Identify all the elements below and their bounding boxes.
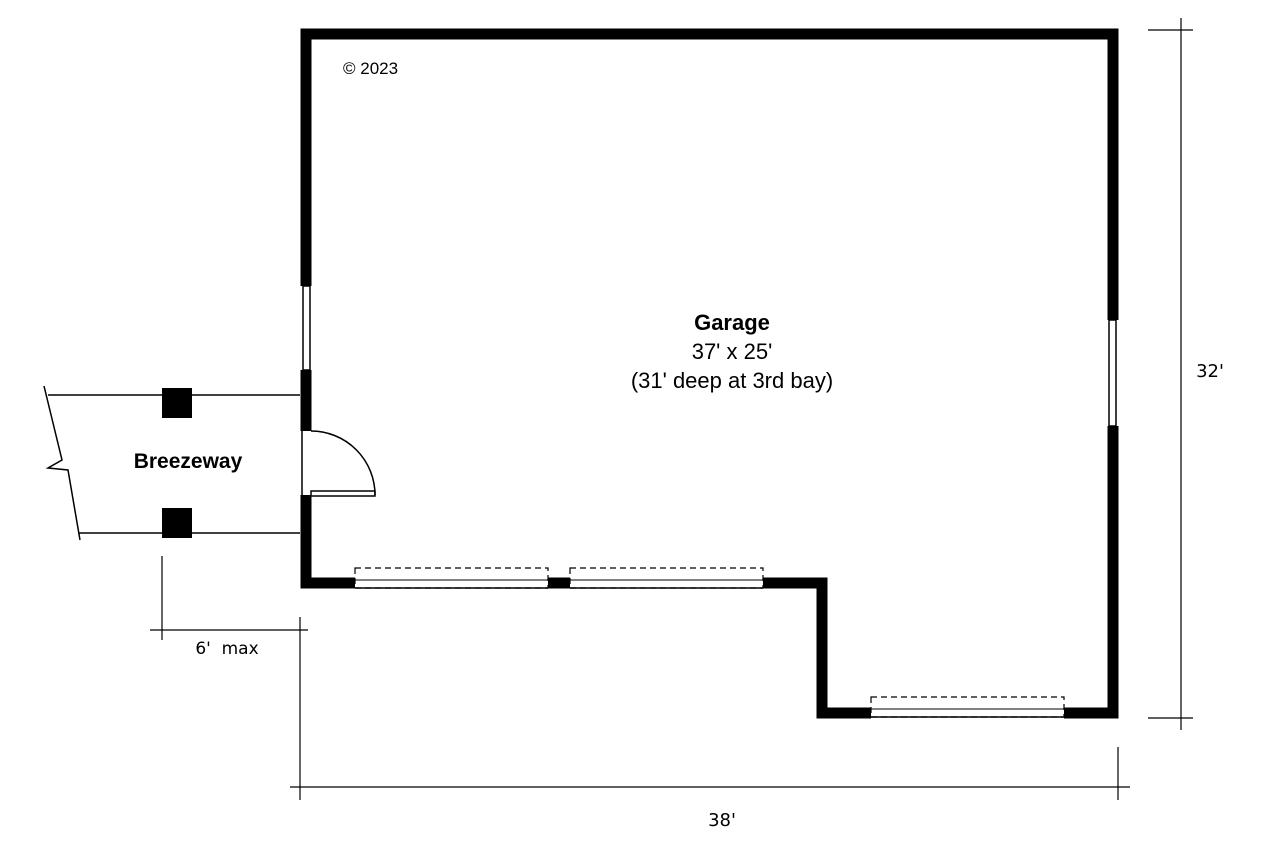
garage-door-3 xyxy=(870,696,1065,720)
left-window xyxy=(299,285,314,371)
garage-name: Garage xyxy=(694,310,770,335)
overall-depth-label: 32' xyxy=(1196,361,1224,382)
entry-door xyxy=(299,430,376,497)
garage-walls xyxy=(300,28,1119,719)
garage-depth-note: (31' deep at 3rd bay) xyxy=(631,368,833,393)
garage-door-1 xyxy=(354,567,549,590)
breezeway-post-top xyxy=(162,388,192,418)
right-window xyxy=(1106,319,1121,427)
garage-door-2 xyxy=(569,567,764,590)
garage-size: 37' x 25' xyxy=(692,339,773,364)
breezeway-name: Breezeway xyxy=(134,450,243,473)
width-dimension xyxy=(290,747,1130,800)
door-swing-arc xyxy=(310,430,376,496)
door-leaf xyxy=(310,490,376,497)
breezeway-structure xyxy=(43,385,300,541)
copyright-text: © 2023 xyxy=(343,59,398,78)
breezeway-width-label: 6' max xyxy=(195,639,258,659)
breezeway-post-bottom xyxy=(162,508,192,538)
overall-width-label: 38' xyxy=(708,810,736,831)
garage-wall-outline xyxy=(300,28,1119,719)
depth-dimension xyxy=(1148,18,1193,730)
breezeway-break-line xyxy=(43,385,81,541)
breezeway-dimension xyxy=(150,556,308,800)
